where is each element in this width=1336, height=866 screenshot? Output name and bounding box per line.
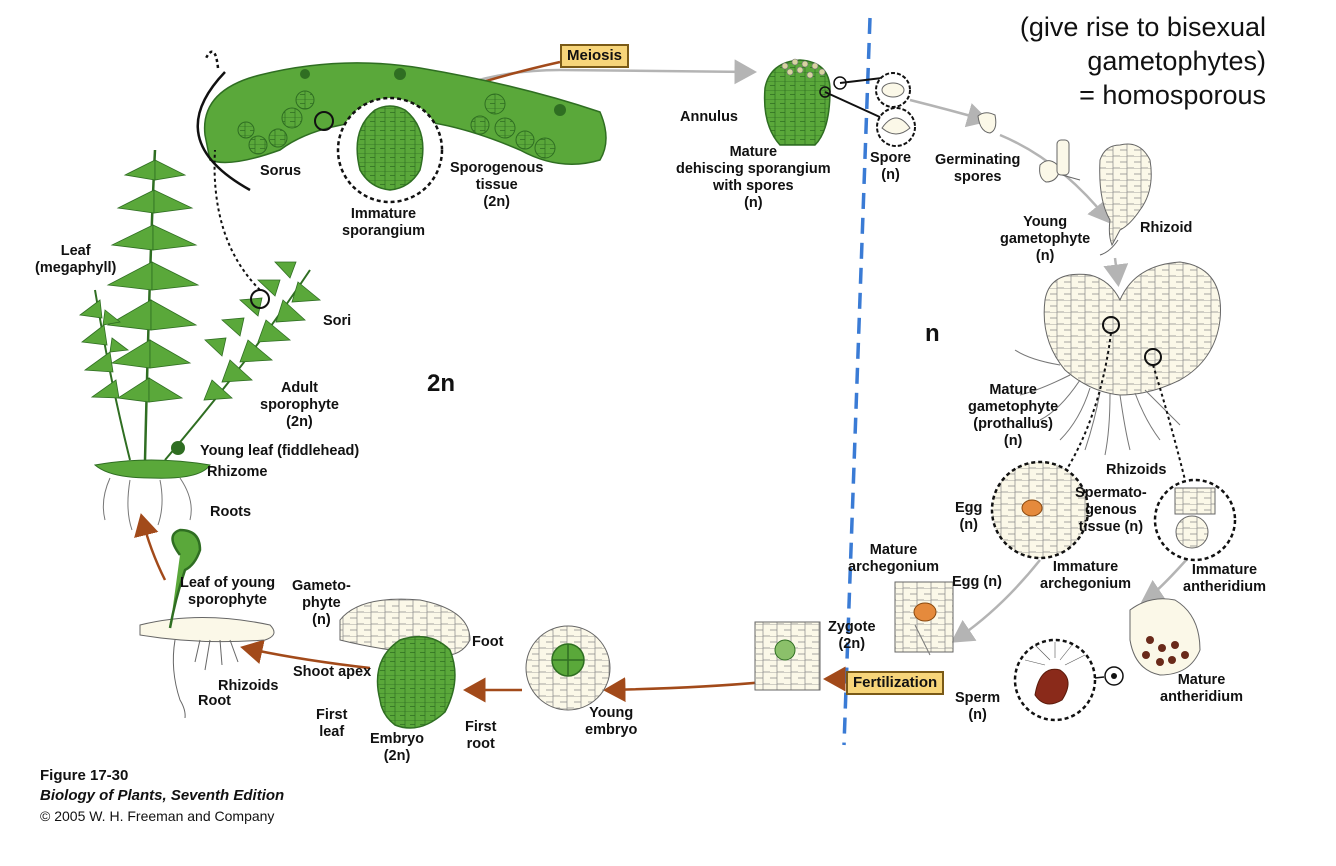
label-mature-gametophyte: Mature gametophyte (prothallus) (n) bbox=[968, 382, 1059, 449]
arrow-zygote-to-young-embryo bbox=[603, 677, 766, 703]
mature-sporangium bbox=[763, 58, 883, 146]
spore-insets bbox=[875, 72, 916, 147]
ploidy-divider bbox=[842, 17, 872, 746]
label-spore: Spore (n) bbox=[870, 150, 912, 183]
label-egg-archegonium: Egg (n) bbox=[952, 574, 1002, 590]
young-gametophyte-drawing bbox=[1099, 143, 1152, 256]
label-adult-sporophyte: Adult sporophyte (2n) bbox=[260, 380, 339, 430]
figure-copyright: © 2005 W. H. Freeman and Company bbox=[40, 808, 275, 824]
label-egg: Egg (n) bbox=[955, 500, 983, 533]
homosporous-note: (give rise to bisexual gametophytes) = h… bbox=[1020, 10, 1266, 112]
meiosis-box: Meiosis bbox=[560, 44, 630, 68]
arrow-embryo-to-young-sporophyte bbox=[240, 639, 371, 670]
adult-sporophyte-drawing bbox=[78, 149, 322, 531]
label-first-leaf: First leaf bbox=[316, 707, 348, 740]
label-sorus: Sorus bbox=[260, 163, 302, 179]
label-immature-sporangium: Immature sporangium bbox=[342, 206, 425, 239]
immature-antheridium-inset bbox=[1153, 478, 1237, 562]
figure-number: Figure 17-30 bbox=[40, 767, 129, 784]
label-sporogenous-tissue: Sporogenous tissue (2n) bbox=[450, 160, 544, 210]
young-sporophyte-drawing bbox=[139, 528, 275, 719]
mature-antheridium-drawing bbox=[1129, 598, 1201, 676]
label-mature-archegonium: Mature archegonium bbox=[848, 542, 940, 575]
immature-sporangium-inset bbox=[336, 96, 444, 204]
label-spermatogenous-tissue: Spermato- genous tissue (n) bbox=[1075, 485, 1147, 535]
haploid-label: n bbox=[925, 320, 940, 347]
figure-caption: Figure 17-30 Biology of Plants, Seventh … bbox=[40, 766, 284, 826]
label-embryo: Embryo (2n) bbox=[370, 731, 424, 764]
label-young-embryo: Young embryo bbox=[585, 705, 638, 738]
embryo-drawing bbox=[339, 598, 471, 729]
label-first-root: First root bbox=[465, 719, 497, 752]
note-line-3: = homosporous bbox=[1079, 80, 1266, 110]
label-immature-archegonium: Immature archegonium bbox=[1040, 559, 1132, 592]
label-mature-antheridium: Mature antheridium bbox=[1160, 672, 1243, 705]
label-gametophyte: Gameto- phyte (n) bbox=[292, 578, 351, 628]
label-annulus: Annulus bbox=[680, 109, 738, 125]
note-line-1: (give rise to bisexual bbox=[1019, 12, 1266, 42]
label-germinating-spores: Germinating spores bbox=[935, 152, 1021, 185]
label-mature-sporangium: Mature dehiscing sporangium with spores … bbox=[676, 144, 831, 211]
label-sori: Sori bbox=[323, 313, 352, 329]
diploid-label: 2n bbox=[427, 370, 456, 397]
young-embryo-drawing bbox=[525, 625, 611, 711]
label-foot: Foot bbox=[472, 634, 504, 650]
label-young-leaf: Young leaf (fiddlehead) bbox=[200, 443, 360, 459]
label-rhizoids-bottom: Rhizoids bbox=[218, 678, 279, 694]
label-rhizome: Rhizome bbox=[207, 464, 268, 480]
label-young-gametophyte: Young gametophyte (n) bbox=[1000, 214, 1091, 264]
arrow-archegonium-to-egg bbox=[950, 559, 1041, 643]
sperm-inset bbox=[1013, 638, 1124, 722]
germinating-spores-drawing bbox=[977, 112, 1081, 183]
mature-gametophyte-drawing bbox=[1014, 261, 1221, 481]
mature-archegonium-drawing bbox=[894, 581, 954, 656]
label-sperm: Sperm (n) bbox=[955, 690, 1001, 723]
label-leaf-young-sporophyte: Leaf of young sporophyte bbox=[180, 575, 276, 608]
zygote-drawing bbox=[754, 621, 821, 691]
label-roots: Roots bbox=[210, 504, 252, 520]
note-line-2: gametophytes) bbox=[1087, 46, 1266, 76]
fertilization-box: Fertilization bbox=[846, 671, 945, 695]
label-root: Root bbox=[198, 693, 232, 709]
label-rhizoids-top: Rhizoids bbox=[1106, 462, 1167, 478]
label-leaf-megaphyll: Leaf (megaphyll) bbox=[35, 243, 117, 276]
arrow-spore-to-germinating bbox=[909, 98, 990, 128]
immature-archegonium-inset bbox=[990, 460, 1090, 560]
arrow-young-to-adult bbox=[134, 513, 167, 581]
label-shoot-apex: Shoot apex bbox=[293, 664, 372, 680]
arrow-young-to-mature bbox=[1103, 257, 1129, 287]
label-immature-antheridium: Immature antheridium bbox=[1183, 562, 1266, 595]
label-zygote: Zygote (2n) bbox=[828, 619, 876, 652]
figure-source: Biology of Plants, Seventh Edition bbox=[40, 787, 285, 804]
label-rhizoid: Rhizoid bbox=[1140, 220, 1193, 236]
